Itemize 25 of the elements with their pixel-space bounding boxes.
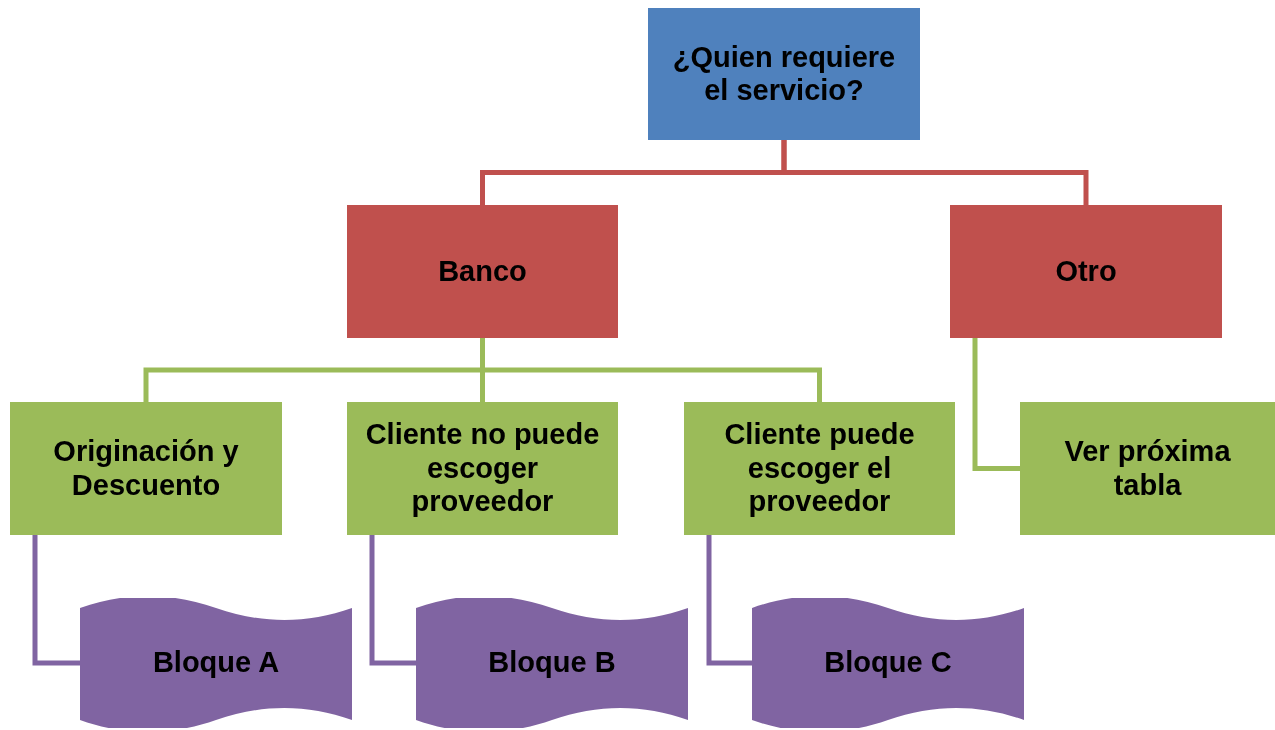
process-box: [1020, 402, 1275, 535]
connector-line: [972, 338, 1020, 471]
node-label: Otro: [1055, 254, 1117, 289]
connector-line: [781, 140, 1089, 205]
process-box: [684, 402, 955, 535]
process-box: [347, 402, 618, 535]
connector-line: [706, 535, 752, 666]
node-label: Bloque A: [152, 646, 280, 680]
banner-shape: [752, 598, 1024, 728]
process-box: [347, 205, 618, 338]
process-box: [10, 402, 282, 535]
node-label: Banco: [438, 254, 527, 289]
banner-shape: [416, 598, 688, 728]
node-label: Cliente no puede escoger proveedor: [364, 418, 601, 519]
connector-line: [369, 535, 416, 666]
node-label: Bloque C: [824, 646, 952, 680]
node-label: Originación y Descuento: [52, 435, 240, 502]
process-box: [648, 8, 920, 140]
process-box: [950, 205, 1222, 338]
node-label: Cliente puede escoger el proveedor: [723, 418, 916, 519]
connector-line: [32, 535, 80, 666]
banner-shape: [80, 598, 352, 728]
node-label: ¿Quien requiere el servicio?: [671, 40, 897, 108]
node-label: Bloque B: [488, 646, 616, 680]
node-label: Ver próxima tabla: [1063, 435, 1232, 502]
